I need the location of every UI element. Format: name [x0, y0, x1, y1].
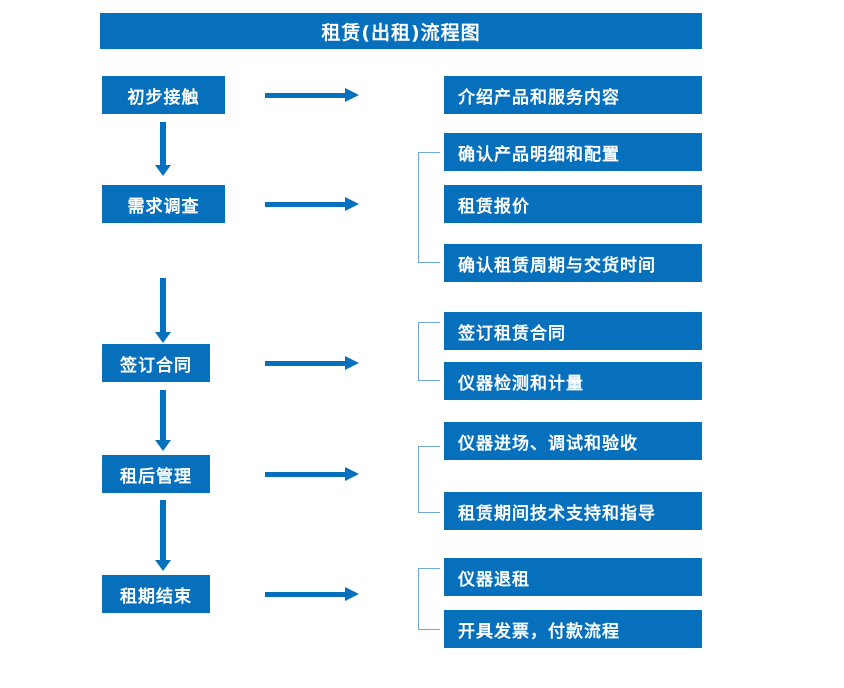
arrow-head — [155, 332, 171, 343]
stage-connector-2-3 — [155, 278, 171, 344]
arrow-head — [345, 88, 359, 102]
arrow-head — [155, 165, 171, 176]
detail-box-5-1[interactable]: 仪器退租 — [444, 558, 702, 596]
arrow-shaft — [160, 122, 166, 166]
stage-connector-1-2 — [155, 122, 171, 176]
arrow-shaft — [265, 472, 347, 477]
arrow-shaft — [265, 202, 347, 207]
stage-connector-3-4 — [155, 390, 171, 452]
arrow-head — [345, 587, 359, 601]
stage-box-1[interactable]: 初步接触 — [102, 76, 225, 114]
arrow-head — [155, 560, 171, 571]
stage-connector-4-5 — [155, 500, 171, 572]
stage-box-3[interactable]: 签订合同 — [102, 344, 210, 382]
detail-arrow-4 — [265, 467, 360, 481]
arrow-shaft — [265, 361, 347, 366]
detail-arrow-3 — [265, 356, 360, 370]
detail-box-3-2[interactable]: 仪器检测和计量 — [444, 362, 702, 400]
arrow-head — [345, 356, 359, 370]
detail-arrow-2 — [265, 197, 360, 211]
arrow-shaft — [265, 592, 347, 597]
stage-box-2[interactable]: 需求调查 — [102, 185, 225, 223]
detail-box-2-3[interactable]: 确认租赁周期与交货时间 — [444, 244, 702, 282]
diagram-title: 租赁(出租)流程图 — [100, 13, 702, 49]
detail-bracket-3 — [418, 322, 440, 381]
detail-box-3-1[interactable]: 签订租赁合同 — [444, 312, 702, 350]
arrow-head — [155, 440, 171, 451]
detail-box-4-2[interactable]: 租赁期间技术支持和指导 — [444, 492, 702, 530]
detail-box-1-1[interactable]: 介绍产品和服务内容 — [444, 76, 702, 114]
detail-box-5-2[interactable]: 开具发票，付款流程 — [444, 610, 702, 648]
arrow-head — [345, 197, 359, 211]
arrow-shaft — [160, 278, 166, 333]
detail-bracket-2 — [418, 152, 440, 263]
arrow-head — [345, 467, 359, 481]
stage-box-4[interactable]: 租后管理 — [102, 455, 210, 493]
detail-bracket-4 — [418, 446, 440, 513]
stage-box-5[interactable]: 租期结束 — [102, 575, 210, 613]
detail-arrow-1 — [265, 88, 360, 102]
detail-bracket-5 — [418, 568, 440, 630]
detail-box-4-1[interactable]: 仪器进场、调试和验收 — [444, 422, 702, 460]
arrow-shaft — [160, 500, 166, 561]
arrow-shaft — [160, 390, 166, 441]
detail-box-2-1[interactable]: 确认产品明细和配置 — [444, 133, 702, 171]
detail-box-2-2[interactable]: 租赁报价 — [444, 185, 702, 223]
detail-arrow-5 — [265, 587, 360, 601]
arrow-shaft — [265, 93, 347, 98]
